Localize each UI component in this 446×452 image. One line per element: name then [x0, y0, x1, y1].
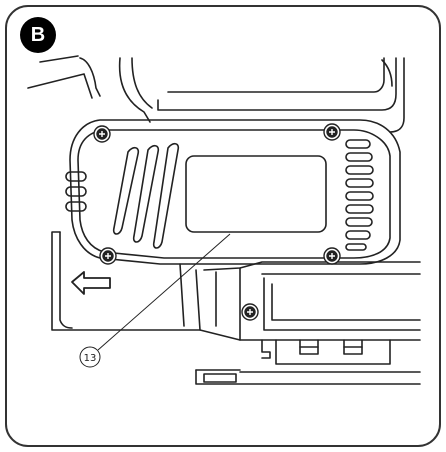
side-grip: [65, 171, 87, 212]
screw-icon: [93, 125, 111, 143]
panel-label: B: [30, 24, 46, 46]
callout-leader: [97, 233, 231, 351]
grip-ribs: [345, 139, 374, 251]
panel-badge: B: [20, 17, 56, 53]
callout-13: 13: [79, 233, 231, 368]
upper-handle: [27, 55, 405, 133]
arrow-left-icon: [71, 271, 111, 295]
base-section: [51, 231, 421, 385]
vent-slots: [112, 142, 180, 249]
figure-frame: [5, 5, 441, 447]
label-plate: [185, 155, 327, 233]
callout-number: 13: [84, 353, 97, 364]
callout-circle: [79, 346, 101, 368]
screw-icon: [99, 247, 117, 265]
screw-icon: [323, 247, 341, 265]
main-housing: [69, 119, 401, 265]
screw-icon: [241, 303, 259, 321]
screw-icon: [323, 123, 341, 141]
